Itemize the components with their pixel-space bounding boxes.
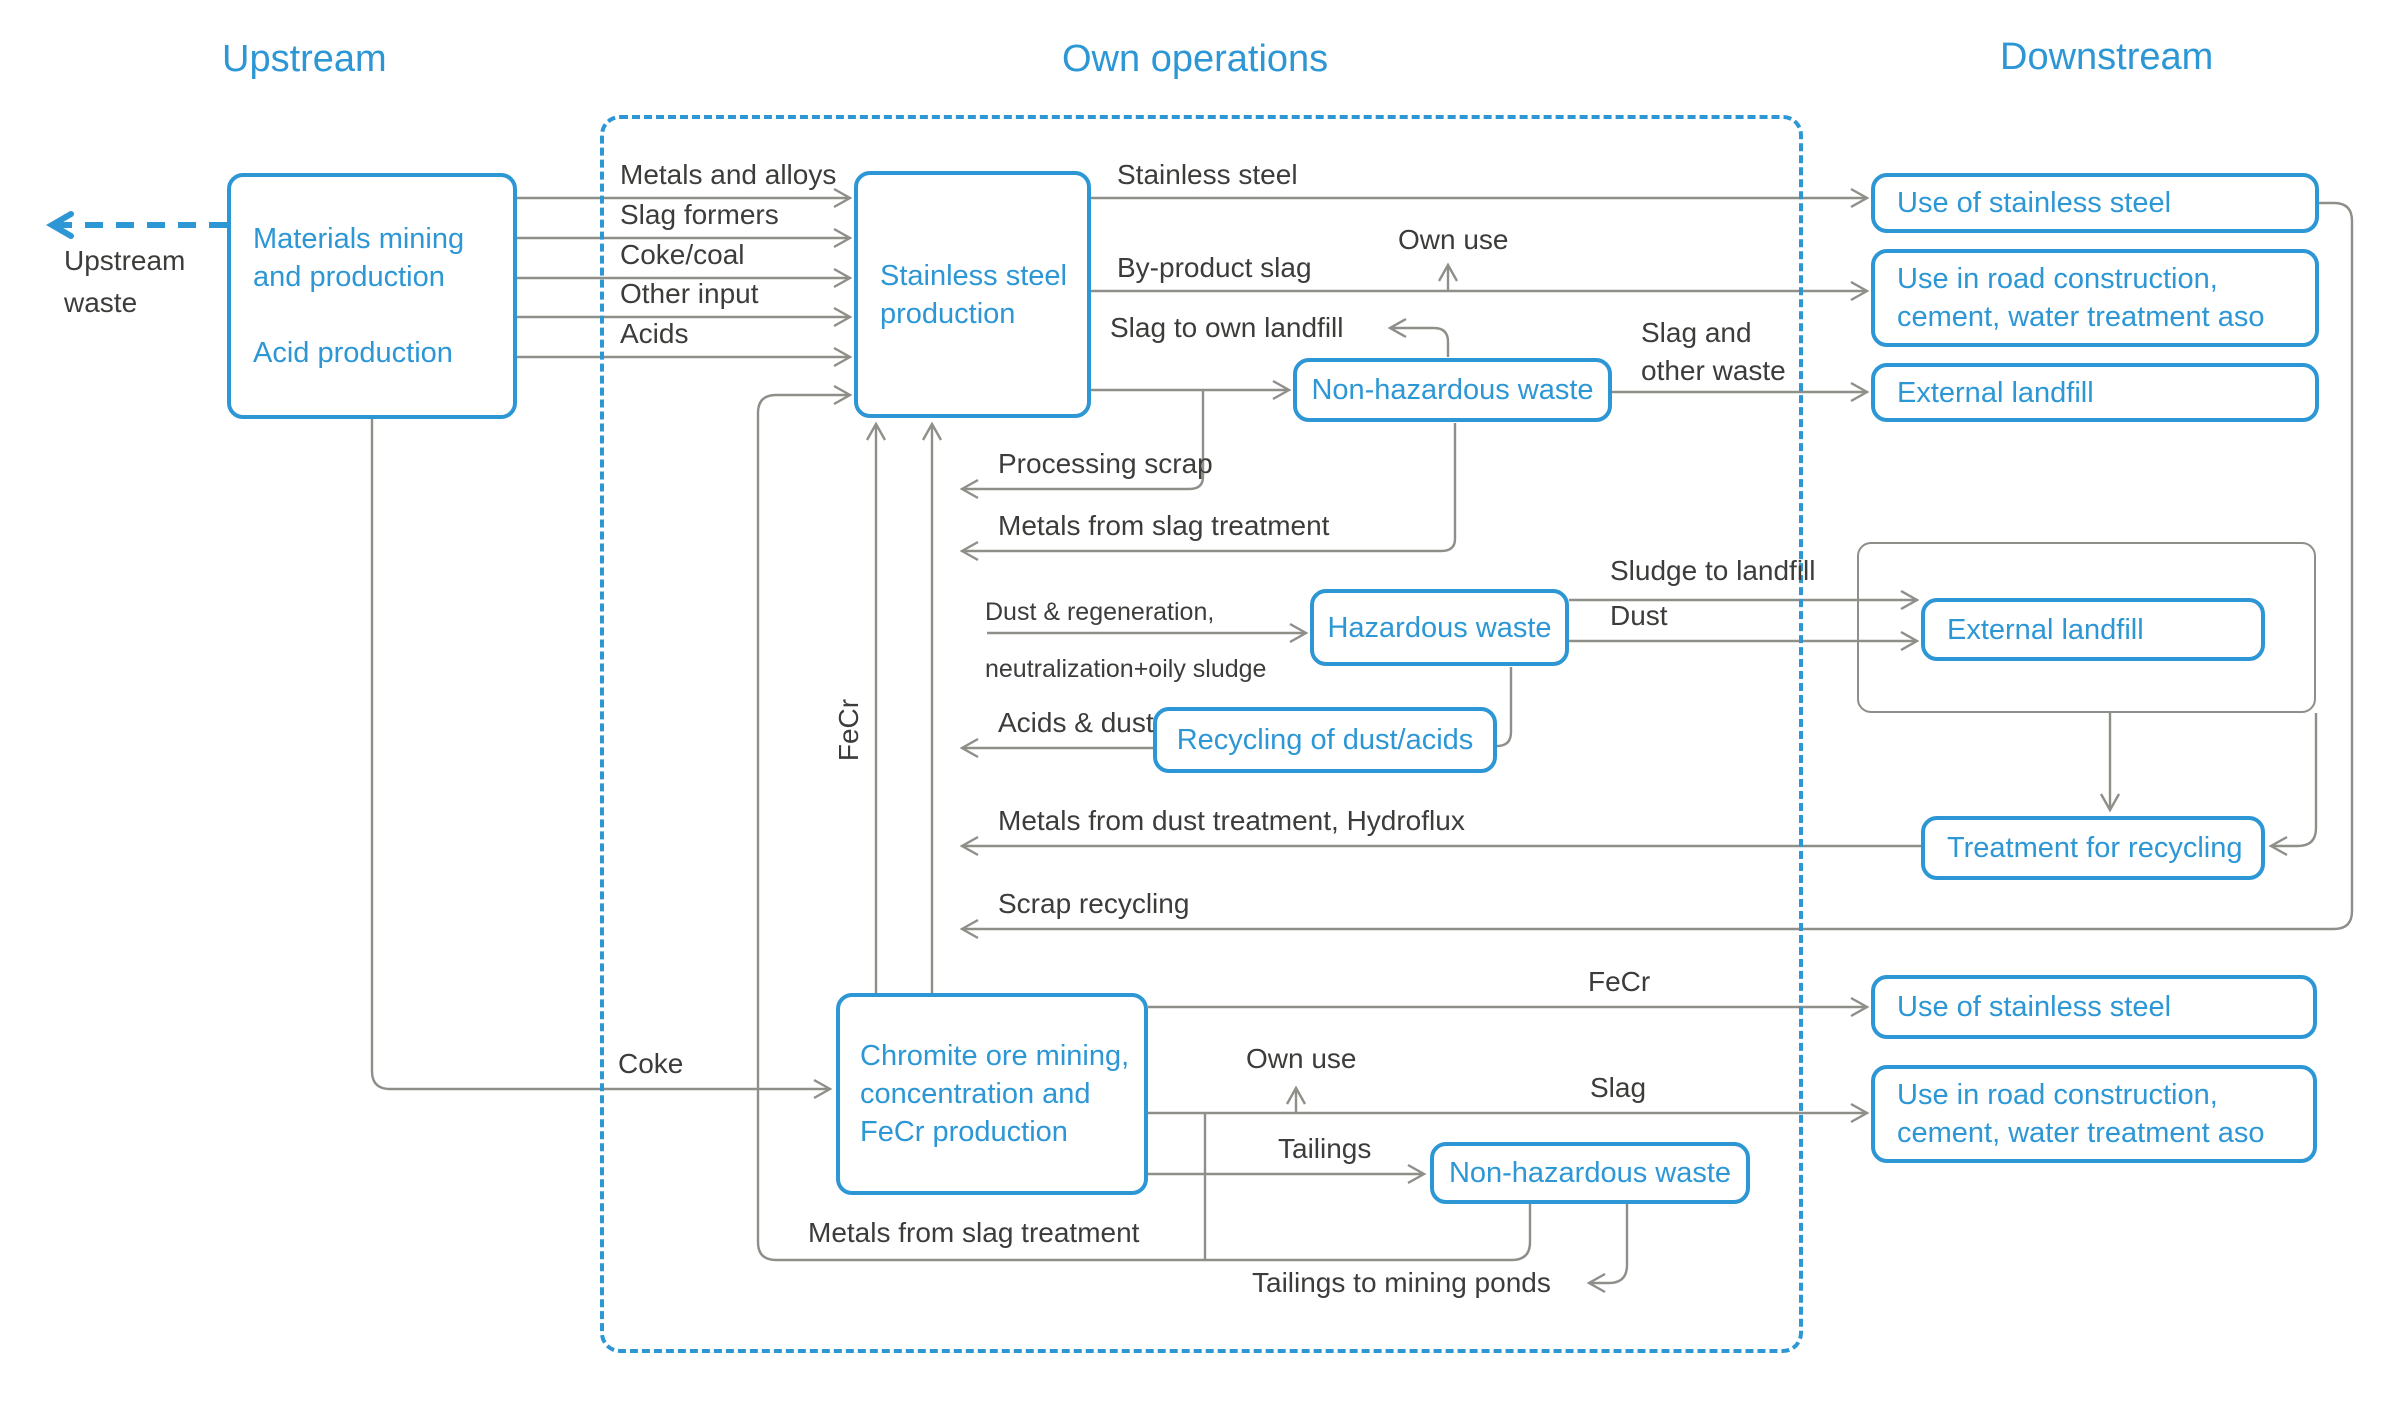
box-recycling-of-dust-acids: Recycling of dust/acids — [1153, 707, 1497, 773]
header-downstream: Downstream — [2000, 36, 2214, 78]
label-metals-and-alloys: Metals and alloys — [620, 159, 837, 190]
label-fecr-vertical: FeCr — [833, 698, 864, 762]
label-coke-coal: Coke/coal — [620, 239, 745, 270]
box-treatment-for-recycling: Treatment for recycling — [1921, 816, 2265, 880]
box-hazardous-waste: Hazardous waste — [1310, 589, 1569, 666]
header-own-operations: Own operations — [1062, 38, 1329, 80]
label-processing-scrap: Processing scrap — [998, 448, 1213, 479]
label-coke: Coke — [618, 1048, 684, 1079]
label-slag-formers: Slag formers — [620, 199, 779, 230]
label-stainless-steel: Stainless steel — [1117, 159, 1298, 190]
label-acids: Acids — [620, 318, 689, 349]
label-own-use-top: Own use — [1398, 224, 1509, 255]
box-use-in-road-construction-top: Use in road construction, cement, water … — [1871, 249, 2319, 347]
label-other-input: Other input — [620, 278, 759, 309]
box-materials-mining: Materials mining and production Acid pro… — [227, 173, 517, 419]
label-tailings-to-mining-ponds: Tailings to mining ponds — [1252, 1267, 1551, 1298]
label-metals-from-slag-treatment-upper: Metals from slag treatment — [998, 510, 1330, 541]
box-external-landfill-mid: External landfill — [1921, 598, 2265, 661]
label-acids-and-dust: Acids & dust — [998, 707, 1154, 738]
landfill-treatment-container — [1857, 542, 2316, 713]
box-use-of-stainless-steel-bottom: Use of stainless steel — [1871, 975, 2317, 1039]
box-stainless-steel-production: Stainless steel production — [854, 171, 1091, 418]
label-dust-and-regeneration: Dust & regeneration, neutralization+oily… — [985, 598, 1267, 683]
box-non-hazardous-waste-bottom: Non-hazardous waste — [1430, 1142, 1750, 1204]
label-fecr-bottom: FeCr — [1588, 966, 1651, 997]
label-dust: Dust — [1610, 600, 1668, 631]
header-upstream: Upstream — [222, 38, 387, 80]
label-metals-from-dust-treatment: Metals from dust treatment, Hydroflux — [998, 805, 1465, 836]
label-own-use-bottom: Own use — [1246, 1043, 1357, 1074]
label-upstream-waste: Upstream waste — [64, 245, 186, 318]
label-slag-bottom: Slag — [1590, 1072, 1647, 1103]
box-external-landfill-top: External landfill — [1871, 363, 2319, 422]
label-slag-to-own-landfill: Slag to own landfill — [1110, 312, 1344, 343]
box-non-hazardous-waste-top: Non-hazardous waste — [1293, 358, 1612, 422]
gray-flow-lines — [370, 187, 2354, 1294]
own-operations-boundary — [600, 115, 1803, 1353]
label-by-product-slag: By-product slag — [1117, 252, 1312, 283]
label-tailings: Tailings — [1278, 1133, 1372, 1164]
label-metals-from-slag-treatment-bottom: Metals from slag treatment — [808, 1217, 1140, 1248]
box-chromite-ore-mining: Chromite ore mining, concentration and F… — [836, 993, 1148, 1195]
label-slag-and-other-waste: Slag and other waste — [1641, 317, 1786, 386]
box-use-in-road-construction-bottom: Use in road construction, cement, water … — [1871, 1065, 2317, 1163]
label-sludge-to-landfill: Sludge to landfill — [1610, 555, 1816, 586]
label-scrap-recycling: Scrap recycling — [998, 888, 1190, 919]
box-use-of-stainless-steel-top: Use of stainless steel — [1871, 173, 2319, 233]
